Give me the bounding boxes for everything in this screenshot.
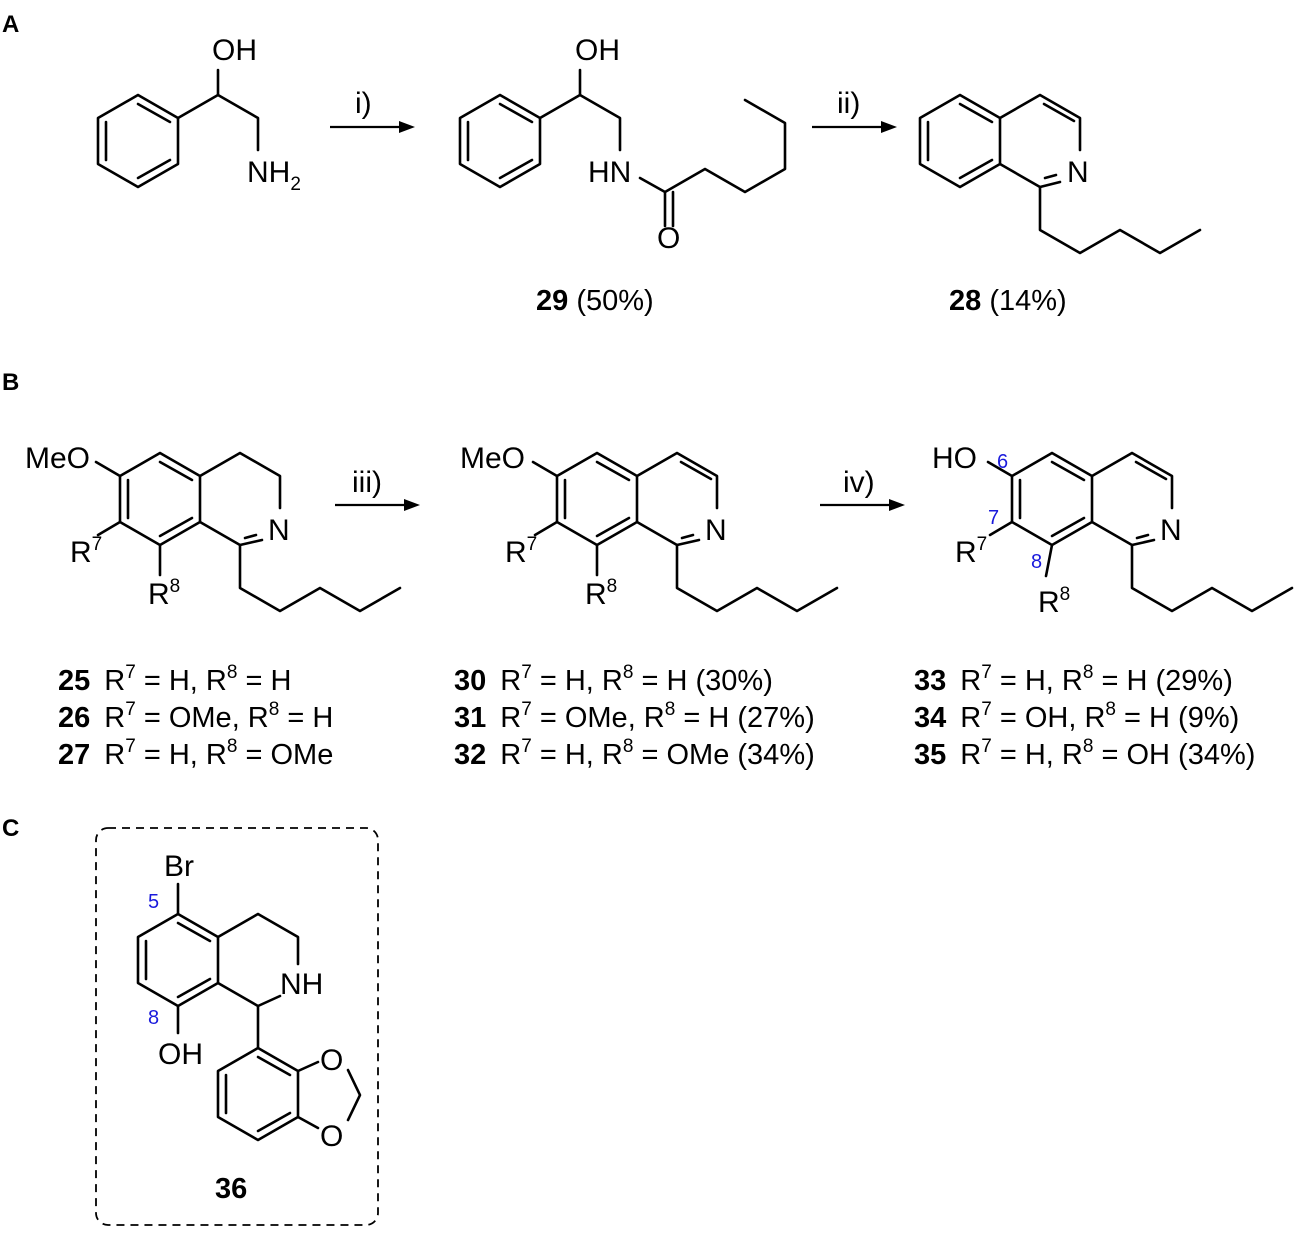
dioxole-o-top-label: O	[320, 1044, 343, 1077]
r7-label: R7	[70, 534, 102, 569]
isoquinoline-n-label: N	[1067, 156, 1089, 189]
r8-label: R8	[148, 576, 180, 611]
isoquinoline-n-label-3: N	[1160, 514, 1182, 547]
panel-label-a: A	[2, 11, 19, 38]
hydroxyisoquinoline-structure: HO 6 7 8 N R7 R8	[932, 442, 1294, 619]
compound-36-structure: Br 5 NH 8 OH O O	[136, 850, 362, 1153]
hydroxyl-label-29: OH	[575, 34, 620, 67]
reagent-i-label: i)	[355, 87, 372, 120]
position-8-number-36: 8	[148, 1007, 159, 1029]
reagent-iii-label: iii)	[352, 466, 382, 499]
hydroxyl-label: OH	[212, 34, 257, 67]
bromo-label: Br	[164, 850, 194, 883]
reagent-ii-label: ii)	[837, 87, 860, 120]
methoxy-label: MeO	[25, 442, 90, 475]
reagent-iv-label: iv)	[843, 466, 875, 499]
compound-36-caption: 36	[215, 1173, 247, 1205]
hydroxy-label: HO	[932, 442, 977, 475]
panel-label-b: B	[2, 369, 19, 396]
isoquinoline-n-label-2: N	[705, 514, 727, 547]
amino-alcohol-structure: OH NH2	[96, 34, 301, 195]
position-5-number: 5	[148, 891, 159, 913]
r8-label-3: R8	[1038, 584, 1070, 619]
compound-29-structure: OH HN O	[458, 34, 787, 255]
r8-label-2: R8	[585, 576, 617, 611]
amine-nh-label: NH	[280, 968, 323, 1001]
compound-36-frame	[95, 827, 379, 1226]
compound-28-structure: N	[918, 93, 1202, 255]
carbonyl-o-label: O	[657, 222, 680, 255]
methoxyisoquinoline-structure: MeO N R7 R8	[460, 442, 839, 613]
compound-29-caption: 29 (50%)	[536, 285, 654, 317]
arrow-iii: iii)	[335, 466, 420, 511]
amide-nh-label: HN	[588, 156, 631, 189]
position-6-number: 6	[997, 451, 1008, 473]
amine-label: NH2	[247, 156, 301, 195]
arrow-ii: ii)	[812, 87, 897, 133]
arrow-i: i)	[330, 87, 415, 133]
position-7-number: 7	[988, 507, 999, 529]
panel-label-c: C	[2, 815, 19, 842]
dihydroisoquinoline-structure: MeO N R7 R8	[25, 442, 402, 613]
compound-28-caption: 28 (14%)	[949, 285, 1067, 317]
imine-n-label: N	[268, 514, 290, 547]
arrow-iv: iv)	[820, 466, 905, 511]
hydroxyl-label-36: OH	[158, 1038, 203, 1071]
methoxy-label-2: MeO	[460, 442, 525, 475]
position-8-number: 8	[1031, 551, 1042, 573]
r7-label-2: R7	[505, 534, 537, 569]
r7-label-3: R7	[955, 534, 987, 569]
dioxole-o-bottom-label: O	[320, 1120, 343, 1153]
